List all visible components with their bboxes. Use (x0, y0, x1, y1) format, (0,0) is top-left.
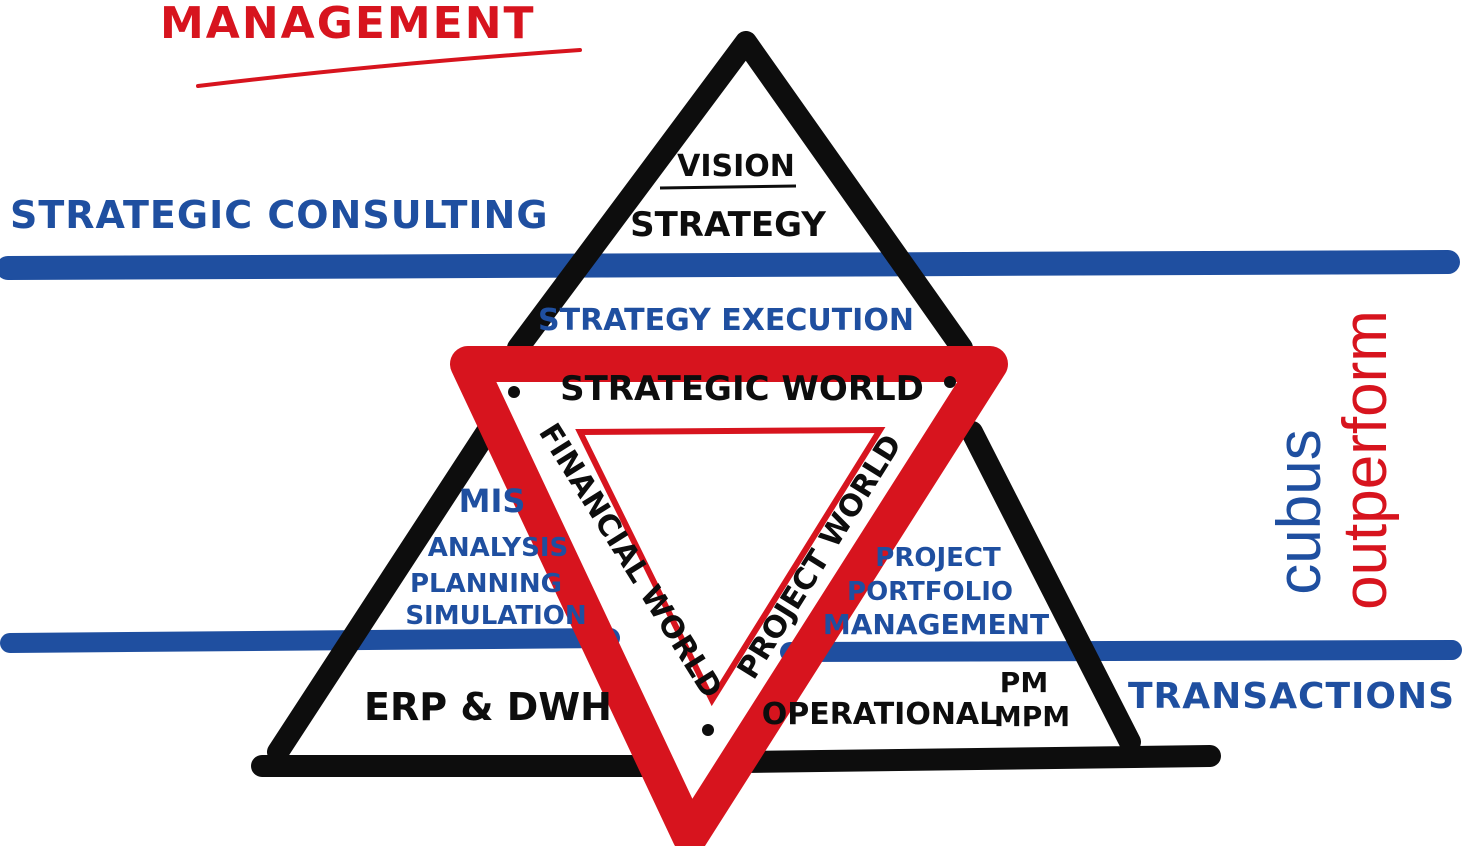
vision-strategy-divider (659, 184, 797, 190)
cubus-label: cubus (1265, 429, 1334, 594)
left-triangle (251, 419, 671, 777)
operational-label: OPERATIONAL (762, 697, 999, 732)
lower-blue-band-left (0, 628, 620, 653)
analysis-label: ANALYSIS (428, 533, 568, 563)
mis-label: MIS (459, 482, 526, 520)
lower-blue-band-right (780, 640, 1462, 662)
simulation-label: SIMULATION (405, 601, 586, 631)
red-triangle-dot (508, 386, 520, 398)
red-triangle-dot (944, 376, 956, 388)
pm-label: PM (1000, 666, 1048, 699)
strategy-label: STRATEGY (630, 205, 826, 245)
upper-blue-band (0, 250, 1460, 280)
vision-label: VISION (677, 149, 795, 184)
top-triangle (507, 31, 973, 359)
management-label: MANAGEMENT (823, 608, 1049, 641)
transactions-label: TRANSACTIONS (1128, 676, 1455, 717)
outperform-label: outperform (1331, 310, 1400, 610)
right-triangle (734, 421, 1221, 773)
strategy-execution-label: STRATEGY EXECUTION (538, 303, 914, 338)
strategic-consulting-label: STRATEGIC CONSULTING (10, 193, 549, 237)
red-triangle (450, 346, 1008, 846)
erp-dwh-label: ERP & DWH (364, 685, 612, 729)
planning-label: PLANNING (410, 569, 562, 599)
title-underline (196, 48, 582, 88)
strategic-world-label: STRATEGIC WORLD (560, 369, 924, 409)
red-triangle-dot (702, 724, 714, 736)
red-triangle-inner (575, 426, 886, 707)
portfolio-label: PORTFOLIO (847, 577, 1013, 607)
mpm-label: MPM (994, 700, 1070, 733)
diagram-title: MANAGEMENT (160, 0, 536, 49)
project-label: PROJECT (875, 543, 1001, 573)
